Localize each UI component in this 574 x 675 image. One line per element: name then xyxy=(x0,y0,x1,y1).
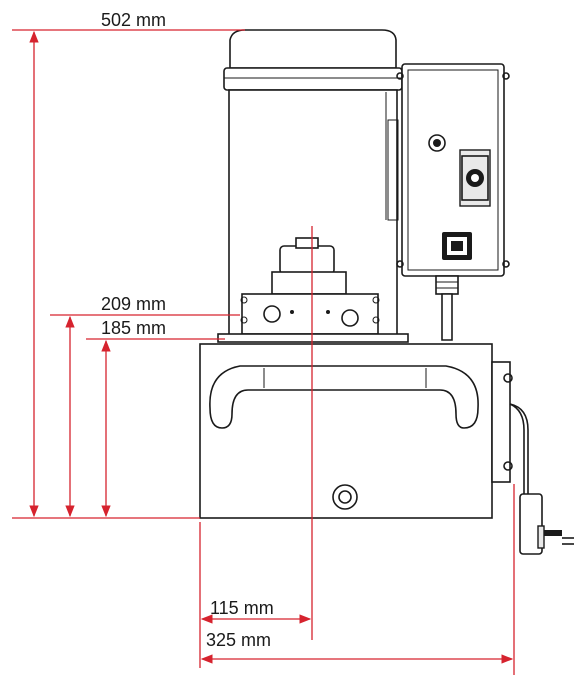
oil-tank xyxy=(199,343,513,519)
dim-label-502: 502 mm xyxy=(101,10,166,30)
dim-label-115: 115 mm xyxy=(210,598,274,618)
power-plug xyxy=(509,403,574,555)
dim-label-325: 325 mm xyxy=(206,630,271,650)
dim-label-185: 185 mm xyxy=(101,318,166,338)
plug-icon xyxy=(519,493,543,555)
motor-ring xyxy=(223,67,403,91)
cable-gland xyxy=(435,275,459,295)
dim-label-209: 209 mm xyxy=(101,294,166,314)
dimension-lines xyxy=(12,29,515,675)
electrical-box xyxy=(396,63,510,341)
valve-block xyxy=(217,237,409,343)
machine-outline xyxy=(199,29,574,555)
carry-handle xyxy=(209,365,479,429)
motor-top-cap xyxy=(229,29,397,69)
port-a-icon xyxy=(341,309,359,327)
drain-plug-icon xyxy=(332,484,358,510)
indicator-lamp-icon xyxy=(428,134,446,152)
port-b-icon xyxy=(263,305,281,323)
